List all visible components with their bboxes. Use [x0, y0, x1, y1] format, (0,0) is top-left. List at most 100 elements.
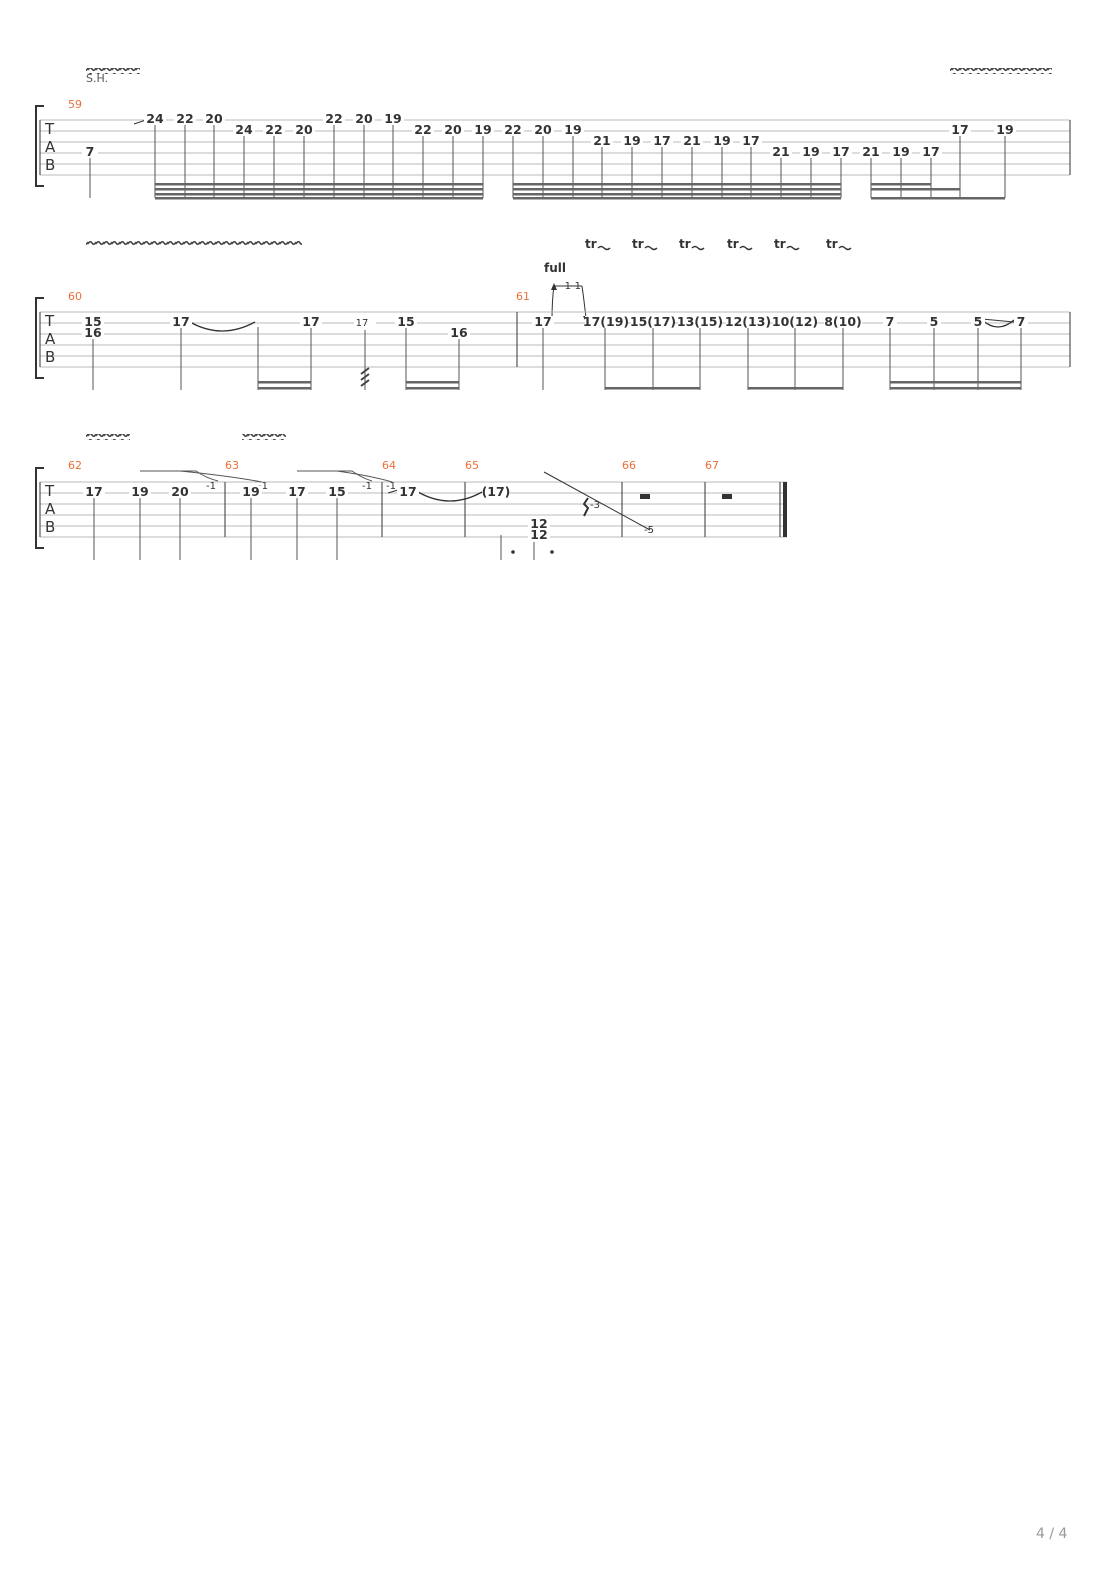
- tab-clef-b: B: [45, 518, 55, 536]
- fret-number: 7: [886, 314, 895, 329]
- final-barline: [783, 482, 787, 537]
- staff-lines: [40, 311, 1070, 368]
- fret-number: 17: [742, 133, 759, 148]
- sh-annotation: S.H.: [86, 72, 108, 85]
- trill-marks: tr tr tr tr tr tr: [585, 237, 838, 251]
- vibrato-mark: [950, 68, 1052, 74]
- fret-number: 17: [172, 314, 189, 329]
- fret-number: 7: [86, 144, 95, 159]
- fret-number: 17: [653, 133, 670, 148]
- beams: [155, 183, 1005, 200]
- fret-number: 22: [414, 122, 431, 137]
- bend-amount: -3: [590, 500, 600, 511]
- measure-number: 59: [68, 98, 82, 111]
- stems: [89, 124, 1006, 198]
- trill-mark: tr: [774, 237, 786, 251]
- fret-number: 17: [534, 314, 551, 329]
- fret-number: 17: [302, 314, 319, 329]
- rest-symbol: [640, 494, 650, 499]
- fret-number-small: 17: [356, 318, 369, 329]
- fret-number: 19: [384, 111, 401, 126]
- fret-number: 15: [84, 314, 101, 329]
- fret-number: (17): [482, 484, 511, 499]
- fret-number: 13(15): [677, 314, 723, 329]
- bend-amount: -1: [386, 481, 396, 492]
- tie: [417, 491, 483, 502]
- fret-number: 7: [1017, 314, 1026, 329]
- rest-symbol: [722, 494, 732, 499]
- trill-mark: tr: [679, 237, 691, 251]
- fret-number: 20: [444, 122, 462, 137]
- fret-number: 12(13): [725, 314, 771, 329]
- fret-number: 10(12): [772, 314, 818, 329]
- fret-number: 20: [205, 111, 223, 126]
- fret-number: 17: [951, 122, 968, 137]
- system-1: S.H. 59 T A B: [35, 68, 1071, 200]
- staff-lines: [40, 119, 1070, 176]
- fret-number: 24: [235, 122, 253, 137]
- fret-number: 19: [474, 122, 491, 137]
- bend-amount: -1: [206, 481, 216, 492]
- fret-number: 5: [974, 314, 983, 329]
- fret-number: 19: [996, 122, 1013, 137]
- measure-numbers: 62 63 64 65 66 67: [68, 459, 719, 472]
- fret-numbers: 17 19 20 19 17 15 17 (17) 12 12: [83, 484, 550, 542]
- beams: [258, 381, 1021, 390]
- system-bracket: [35, 467, 44, 549]
- tab-clef-t: T: [44, 312, 55, 330]
- trill-mark: tr: [826, 237, 838, 251]
- tab-clef: T A B: [44, 482, 56, 536]
- measure-number: 65: [465, 459, 479, 472]
- tremolo-marks: [360, 367, 370, 387]
- vibrato-mark: [86, 241, 302, 247]
- fret-number: 17: [288, 484, 305, 499]
- fret-number: 22: [265, 122, 282, 137]
- fret-number: 12: [530, 527, 547, 542]
- trill-mark: tr: [632, 237, 644, 251]
- bend-amount: -5: [644, 525, 654, 536]
- vibrato-mark: [86, 68, 140, 74]
- fret-number: 19: [802, 144, 819, 159]
- bend-label: full: [544, 261, 566, 275]
- fret-number: 20: [295, 122, 313, 137]
- slide-line: [387, 489, 399, 494]
- fret-number: 20: [355, 111, 373, 126]
- fermata-squiggle: [582, 497, 590, 517]
- fret-number: 15(17): [630, 314, 676, 329]
- fret-number: 22: [504, 122, 521, 137]
- fret-number: 15: [328, 484, 345, 499]
- measure-number: 66: [622, 459, 636, 472]
- measure-number: 62: [68, 459, 82, 472]
- bend-arrowhead: [551, 283, 557, 290]
- fret-number: 12: [530, 516, 547, 531]
- fret-number: 17: [85, 484, 102, 499]
- tab-clef-b: B: [45, 348, 55, 366]
- fret-number: 21: [772, 144, 789, 159]
- fret-number: 19: [623, 133, 640, 148]
- bend-amount: -1: [362, 481, 372, 492]
- tab-clef-a: A: [45, 138, 56, 156]
- trill-mark: tr: [727, 237, 739, 251]
- barlines: [39, 482, 781, 537]
- tab-clef: T A B: [44, 312, 56, 366]
- fret-number: 21: [593, 133, 610, 148]
- fret-number: 17: [832, 144, 849, 159]
- fret-number: 16: [450, 325, 468, 340]
- system-2: tr tr tr tr tr tr full -1-1 60 61: [35, 237, 1071, 390]
- tab-clef: T A B: [44, 120, 56, 174]
- trill-squiggles: [597, 245, 852, 251]
- tab-clef-b: B: [45, 156, 55, 174]
- system-bracket: [35, 297, 44, 379]
- measure-number: 63: [225, 459, 239, 472]
- fret-number: 20: [534, 122, 552, 137]
- fret-number: 19: [564, 122, 581, 137]
- fret-number: 17: [922, 144, 939, 159]
- measure-number: 60: [68, 290, 82, 303]
- trill-mark: tr: [585, 237, 597, 251]
- page-number: 4 / 4: [1036, 1526, 1068, 1542]
- stems: [92, 327, 1022, 390]
- dive-line: [543, 471, 651, 531]
- fret-number: 20: [171, 484, 189, 499]
- fret-number: 5: [930, 314, 939, 329]
